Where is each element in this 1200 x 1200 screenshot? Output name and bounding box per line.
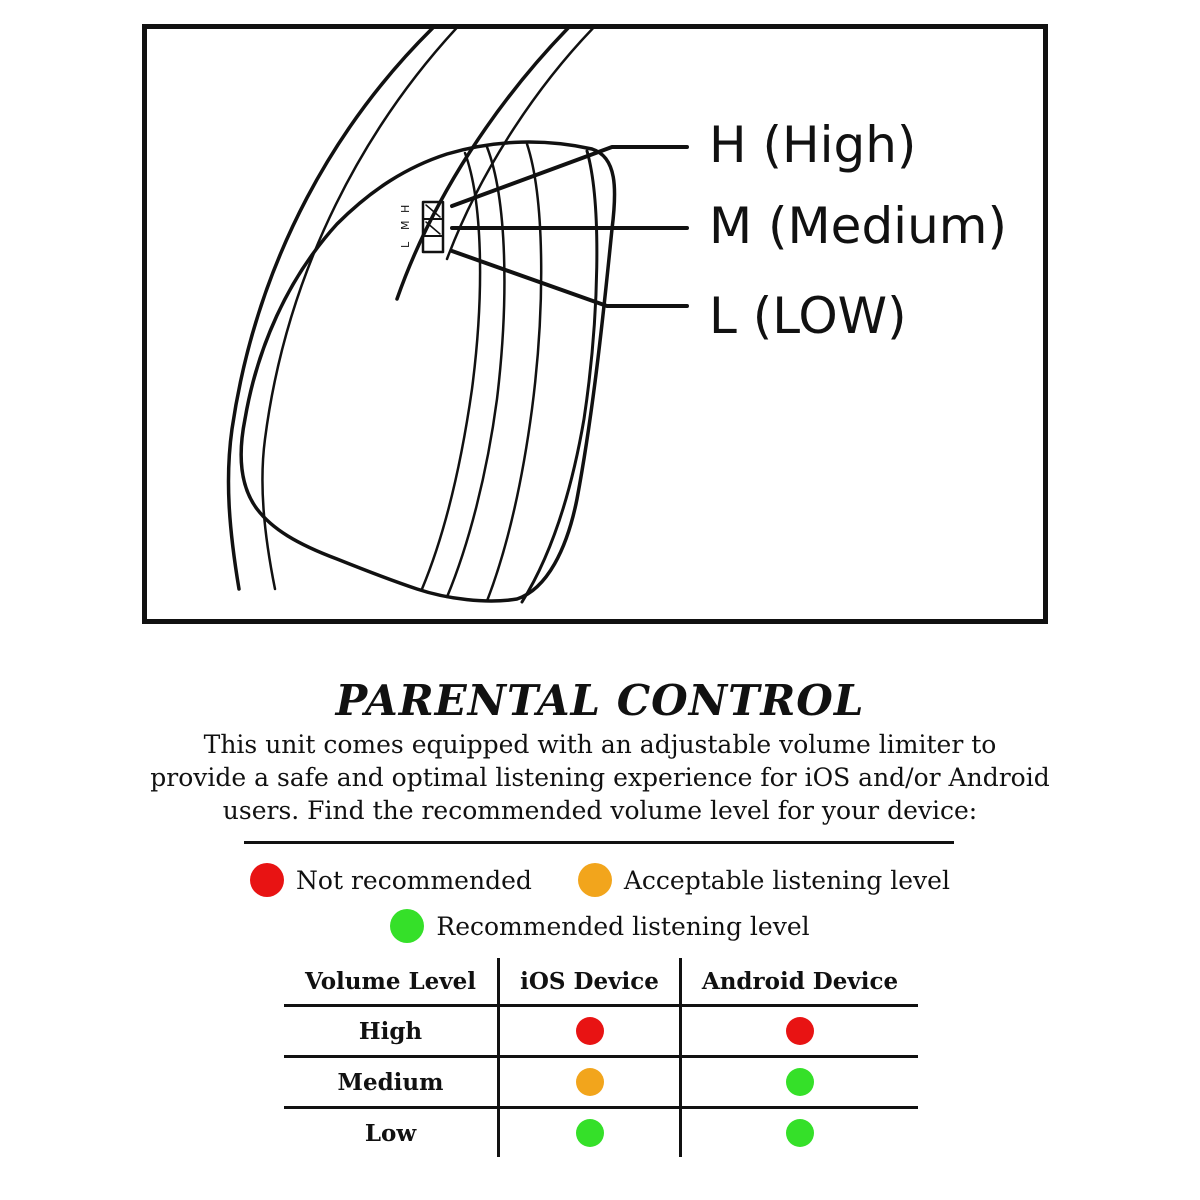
- switch-letter-l: L: [399, 241, 412, 248]
- headband-edge-line: [395, 29, 570, 301]
- volume-level: Low: [284, 1109, 500, 1157]
- volume-switch: [421, 200, 445, 254]
- callout-low: L (LOW): [709, 287, 907, 345]
- divider: [244, 841, 954, 844]
- ios-status-dot-icon: [575, 1068, 604, 1096]
- table-row: Low: [284, 1109, 918, 1157]
- cushion-line-3: [485, 142, 543, 603]
- description: This unit comes equipped with an adjusta…: [150, 728, 1050, 827]
- orange-dot-icon: [577, 863, 612, 897]
- android-cell: [682, 1109, 918, 1157]
- volume-level: Medium: [284, 1058, 500, 1106]
- headphone-illustration: L M H: [226, 29, 689, 604]
- switch-letter-m: M: [399, 221, 412, 231]
- legend-label: Recommended listening level: [436, 911, 810, 941]
- leader-line-high: [450, 145, 689, 208]
- green-dot-icon: [390, 909, 425, 943]
- cushion-line-1: [420, 151, 482, 591]
- android-status-dot-icon: [786, 1068, 814, 1096]
- android-status-dot-icon: [786, 1017, 814, 1045]
- callout-high: H (High): [709, 116, 917, 174]
- column-header: Volume Level: [284, 958, 500, 1004]
- android-status-dot-icon: [786, 1119, 814, 1147]
- switch-hatch: [425, 221, 441, 235]
- column-header: iOS Device: [500, 958, 682, 1004]
- legend-item: Recommended listening level: [390, 909, 810, 943]
- headband-edge-line-2: [445, 29, 595, 261]
- headband-outer-line: [226, 29, 435, 591]
- table-header: Volume Level iOS Device Android Device: [284, 958, 918, 1007]
- ear-cup-body: [239, 140, 617, 603]
- legend-label: Not recommended: [296, 865, 532, 895]
- android-cell: [682, 1007, 918, 1055]
- headband-inner-line: [261, 29, 458, 591]
- page-title: PARENTAL CONTROL: [335, 676, 865, 725]
- description-line: users. Find the recommended volume level…: [222, 796, 978, 825]
- legend-label: Acceptable listening level: [623, 865, 950, 895]
- description-line: This unit comes equipped with an adjusta…: [203, 730, 997, 759]
- table-row: Medium: [284, 1058, 918, 1109]
- legend-row-2: Recommended listening level: [0, 909, 1200, 943]
- cushion-outline: [520, 149, 599, 604]
- headphone-diagram: L M H H (High) M (Medium) L (LOW): [142, 24, 1048, 624]
- ios-cell: [500, 1109, 682, 1157]
- ios-status-dot-icon: [575, 1017, 604, 1045]
- legend-item: Acceptable listening level: [577, 863, 950, 897]
- leader-line-low: [450, 249, 689, 308]
- volume-table: Volume Level iOS Device Android Device H…: [284, 958, 918, 1157]
- table-row: High: [284, 1007, 918, 1058]
- volume-level: High: [284, 1007, 500, 1055]
- switch-letter-h: H: [399, 205, 412, 213]
- column-header: Android Device: [701, 967, 899, 995]
- android-cell: [682, 1058, 918, 1106]
- red-dot-icon: [250, 863, 285, 897]
- switch-hatch: [425, 204, 441, 218]
- cushion-line-2: [445, 145, 506, 599]
- ios-status-dot-icon: [575, 1119, 604, 1147]
- legend-item: Not recommended: [250, 863, 532, 897]
- callout-medium: M (Medium): [709, 197, 1007, 255]
- legend-row-1: Not recommended Acceptable listening lev…: [0, 863, 1200, 897]
- ios-cell: [500, 1058, 682, 1106]
- ios-cell: [500, 1007, 682, 1055]
- description-line: provide a safe and optimal listening exp…: [150, 763, 1050, 792]
